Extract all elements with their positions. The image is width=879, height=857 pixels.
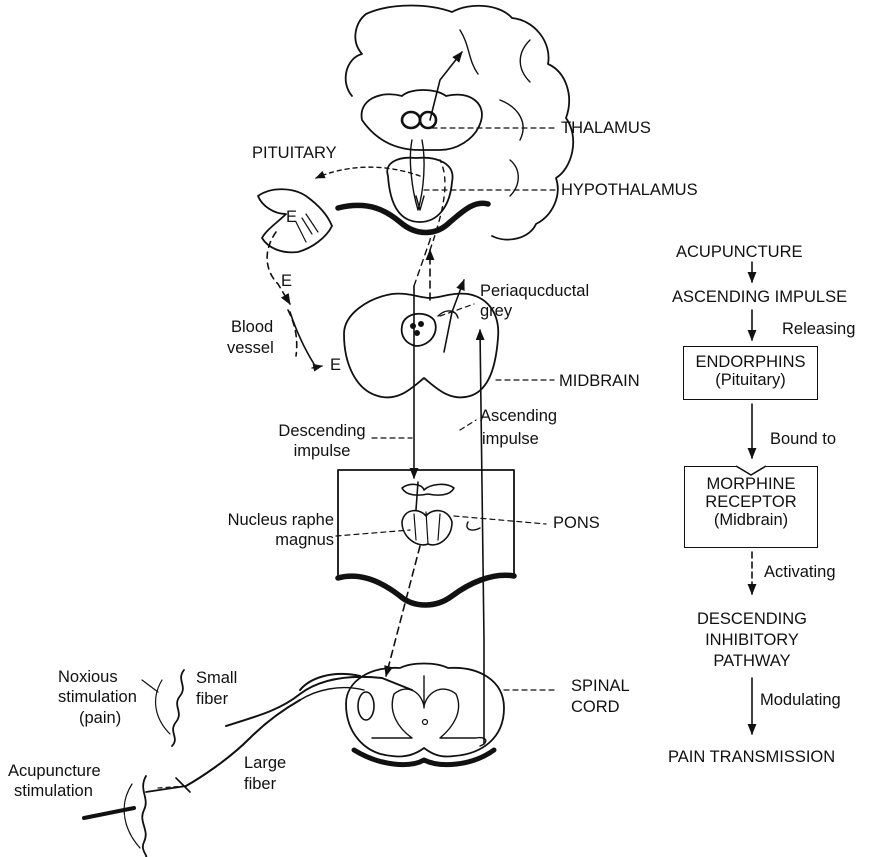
label-blood-vessel-2: vessel	[227, 339, 274, 357]
label-ascending-1: Ascending	[480, 407, 557, 425]
flow-acupuncture: ACUPUNCTURE	[676, 243, 803, 261]
label-thalamus: THALAMUS	[561, 119, 651, 137]
thalamic-nucleus-left	[402, 112, 420, 128]
receptor-notch	[736, 464, 766, 476]
label-nucleus-raphe-1: Nucleus raphe	[196, 511, 334, 529]
brain-sulcus-2	[500, 100, 523, 140]
label-large-fiber-1: Large	[244, 754, 286, 772]
flow-ascending-impulse: ASCENDING IMPULSE	[672, 288, 847, 306]
brain-outline-left	[346, 14, 366, 96]
label-large-fiber-2: fiber	[244, 775, 276, 793]
needle	[84, 808, 134, 818]
large-fiber	[186, 700, 300, 786]
label-noxious-1: Noxious	[58, 668, 118, 686]
flow-receptor-line2: RECEPTOR	[685, 493, 817, 511]
flow-arrow-activating: Activating	[764, 563, 836, 581]
flow-descending-1: DESCENDING	[682, 610, 822, 628]
ascending-pathway	[480, 330, 484, 744]
flow-arrow-modulating: Modulating	[760, 691, 841, 709]
label-midbrain: MIDBRAIN	[559, 372, 640, 390]
label-pons: PONS	[553, 514, 600, 532]
pons-box	[338, 470, 514, 578]
label-pituitary: PITUITARY	[252, 144, 337, 162]
large-fiber-wavy	[142, 776, 146, 857]
flow-receptor-line1: MORPHINE	[685, 475, 817, 493]
blood-vessel	[290, 312, 314, 364]
label-endorphin-pituitary: E	[286, 208, 297, 226]
descending-to-cord	[386, 546, 420, 676]
label-periaqueductal-1: Periaqucductal	[480, 282, 589, 300]
label-endorphin-vessel: E	[281, 272, 292, 290]
flow-arrow-bound: Bound to	[770, 430, 836, 448]
label-acupuncture-stim-1: Acupuncture	[8, 762, 101, 780]
brain-base	[338, 203, 488, 232]
flow-receptor-box: MORPHINE RECEPTOR (Midbrain)	[684, 466, 818, 548]
flow-pain-transmission: PAIN TRANSMISSION	[668, 748, 835, 766]
flow-endorphins-box: ENDORPHINS (Pituitary)	[683, 346, 818, 400]
label-small-fiber-1: Small	[196, 669, 237, 687]
label-spinal-cord-1: SPINAL	[571, 677, 630, 695]
label-spinal-cord-2: CORD	[571, 698, 620, 716]
label-blood-vessel-1: Blood	[231, 318, 273, 336]
label-acupuncture-stim-2: stimulation	[14, 782, 93, 800]
periaqueductal-grey	[402, 314, 436, 346]
flow-receptor-line3: (Midbrain)	[685, 511, 817, 529]
pons-bottom-edge	[338, 575, 514, 605]
pons-decussation	[402, 484, 454, 495]
spinal-grey-matter	[372, 689, 486, 746]
label-endorphin-blood: E	[330, 356, 341, 374]
label-ascending-2: impulse	[482, 430, 539, 448]
label-nucleus-raphe-2: magnus	[196, 531, 334, 549]
label-small-fiber-2: fiber	[196, 690, 228, 708]
small-fiber-wavy	[172, 670, 184, 746]
thalamic-nucleus-right	[420, 112, 436, 128]
label-noxious-2: stimulation	[58, 688, 137, 706]
label-descending-1: Descending	[266, 422, 378, 440]
flow-descending-3: PATHWAY	[682, 652, 822, 670]
label-noxious-3: (pain)	[79, 709, 121, 727]
brain-sulcus-3	[520, 40, 530, 82]
label-hypothalamus: HYPOTHALAMUS	[561, 181, 698, 199]
flow-endorphins-line1: ENDORPHINS	[684, 353, 817, 371]
small-fiber	[226, 677, 412, 726]
flow-descending-2: INHIBITORY	[682, 631, 822, 649]
label-periaqueductal-2: grey	[480, 302, 512, 320]
flow-arrow-releasing: Releasing	[782, 320, 855, 338]
brain-sulcus-4	[510, 160, 518, 196]
label-descending-2: impulse	[266, 442, 378, 460]
flow-endorphins-line2: (Pituitary)	[684, 371, 817, 389]
